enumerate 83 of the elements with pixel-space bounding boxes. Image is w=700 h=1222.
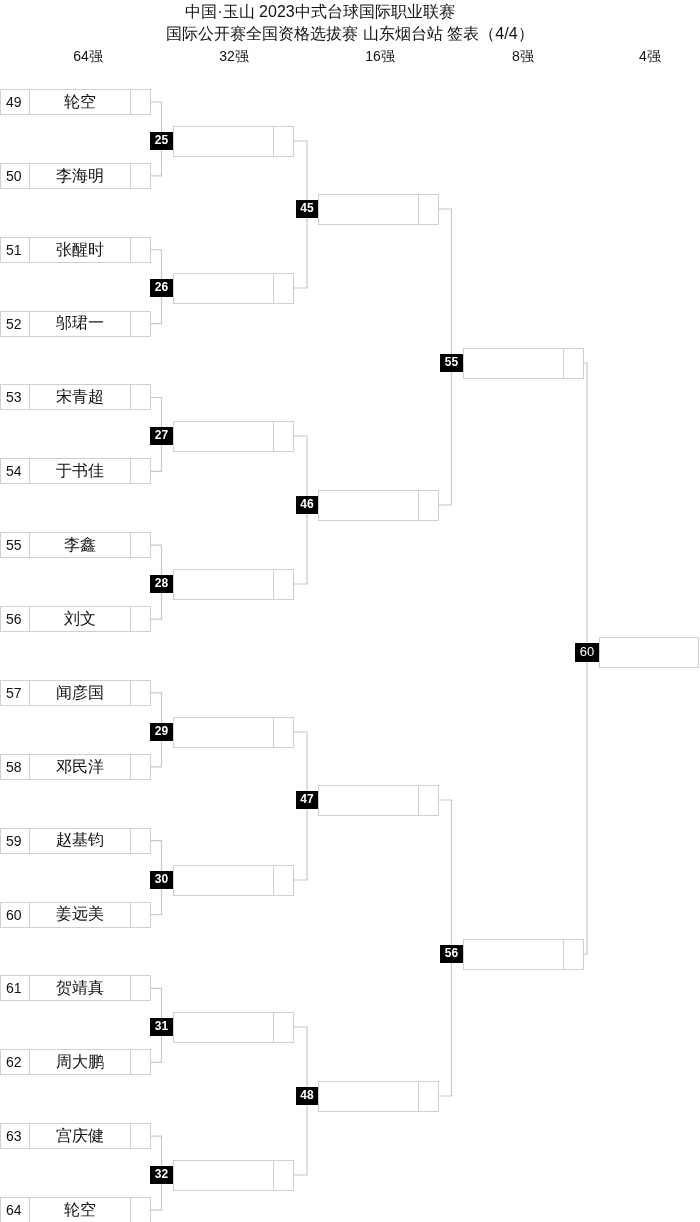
bracket-line <box>438 208 453 355</box>
match-number: 29 <box>150 723 173 741</box>
bracket-line <box>150 592 163 620</box>
player-name: 赵基钧 <box>29 827 131 854</box>
seed-number: 56 <box>0 606 30 633</box>
bracket-line <box>293 808 308 881</box>
bracket-line <box>150 1183 163 1211</box>
bracket-line <box>293 731 308 792</box>
seed-number: 54 <box>0 458 30 485</box>
seed-number: 61 <box>0 975 30 1002</box>
round-header: 8强 <box>512 48 534 65</box>
seed-number: 52 <box>0 310 30 337</box>
seed-number: 59 <box>0 827 30 854</box>
bracket-line <box>293 217 308 289</box>
match-number: 47 <box>296 791 318 809</box>
bracket-line <box>583 362 588 644</box>
player-name: 贺靖真 <box>29 975 131 1002</box>
player-name: 刘文 <box>29 606 131 633</box>
seed-number: 55 <box>0 532 30 559</box>
match-number: 55 <box>440 354 463 372</box>
match-number: 46 <box>296 496 318 514</box>
bracket-line <box>150 888 163 916</box>
bracket-line <box>293 140 308 201</box>
player-name: 轮空 <box>29 89 131 115</box>
bracket-line <box>293 1104 308 1176</box>
player-name: 邓民洋 <box>29 753 131 780</box>
seed-number: 50 <box>0 162 30 189</box>
match-number: 60 <box>575 642 599 662</box>
match-number: 30 <box>150 871 173 889</box>
player-name: 于书佳 <box>29 458 131 485</box>
seed-number: 57 <box>0 679 30 706</box>
seed-number: 53 <box>0 384 30 411</box>
bracket-line <box>150 1035 163 1063</box>
bracket-line <box>150 692 163 724</box>
player-name: 周大鹏 <box>29 1049 131 1076</box>
bracket-line <box>150 987 163 1019</box>
bracket-line <box>150 544 163 576</box>
match-number: 25 <box>150 132 173 150</box>
player-name: 邬珺一 <box>29 310 131 337</box>
match-number: 31 <box>150 1018 173 1036</box>
seed-number: 63 <box>0 1123 30 1150</box>
round-header: 32强 <box>219 48 249 65</box>
bracket-line <box>150 444 163 472</box>
seed-number: 51 <box>0 236 30 263</box>
player-name: 李海明 <box>29 162 131 189</box>
bracket-line <box>150 101 163 133</box>
bracket-line <box>150 840 163 872</box>
seed-number: 62 <box>0 1049 30 1076</box>
match-number: 56 <box>440 945 463 963</box>
match-number: 28 <box>150 575 173 593</box>
bracket-line <box>438 371 453 506</box>
bracket-line <box>293 513 308 585</box>
player-name: 宫庆健 <box>29 1123 131 1150</box>
player-name: 宋青超 <box>29 384 131 411</box>
match-number: 27 <box>150 427 173 445</box>
player-name: 姜远美 <box>29 901 131 928</box>
seed-number: 58 <box>0 753 30 780</box>
bracket-line <box>150 149 163 177</box>
bracket-line <box>438 962 453 1097</box>
bracket-line <box>293 435 308 497</box>
title: 中国·玉山 2023中式台球国际职业联赛 <box>185 3 455 22</box>
bracket-line <box>438 799 453 946</box>
round-header: 4强 <box>639 48 661 65</box>
round-header: 16强 <box>365 48 395 65</box>
round-header: 64强 <box>73 48 103 65</box>
match-number: 45 <box>296 200 318 218</box>
player-name: 闻彦国 <box>29 679 131 706</box>
seed-number: 49 <box>0 89 30 115</box>
bracket-line <box>583 660 588 955</box>
match-number: 48 <box>296 1087 318 1105</box>
player-name: 李鑫 <box>29 532 131 559</box>
bracket-line <box>150 740 163 768</box>
bracket-line <box>150 396 163 428</box>
bracket-line <box>150 249 163 280</box>
player-name: 张醒时 <box>29 236 131 263</box>
bracket-line <box>150 1135 163 1167</box>
seed-number: 60 <box>0 901 30 928</box>
match-number: 32 <box>150 1166 173 1184</box>
subtitle: 国际公开赛全国资格选拔赛 山东烟台站 签表（4/4） <box>166 25 534 44</box>
seed-number: 64 <box>0 1197 30 1222</box>
match-number: 26 <box>150 279 173 297</box>
bracket-line <box>150 296 163 325</box>
bracket-line <box>293 1026 308 1088</box>
